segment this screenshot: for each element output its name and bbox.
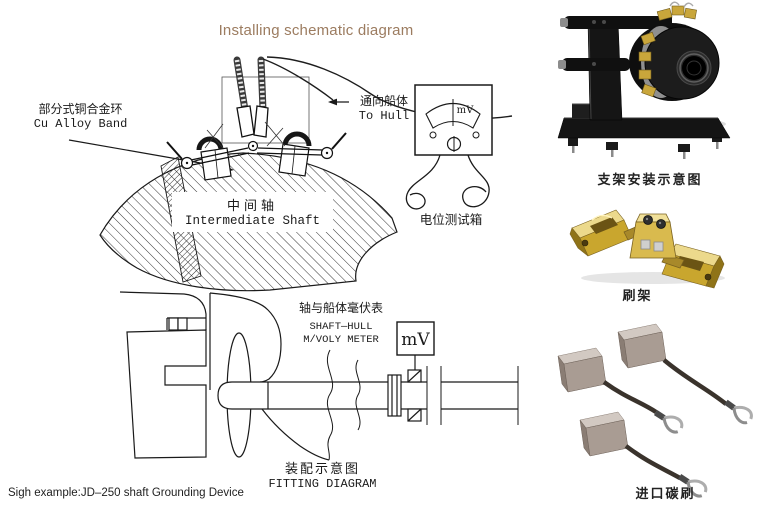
footer-note: Sigh example:JD–250 shaft Grounding Devi… [8, 487, 244, 499]
potential-test-box-drawing: mV [405, 84, 493, 210]
meter-terminal-left [429, 131, 437, 139]
meter-terminal-right [472, 131, 480, 139]
cu-band-label: 部分式铜合金环 Cu Alloy Band [28, 102, 133, 132]
shaft-hull-meter-label-cn: 轴与船体毫伏表 [298, 301, 383, 315]
stand-base [557, 103, 731, 159]
cu-band-label-en: Cu Alloy Band [33, 117, 128, 131]
rudder-drawing [126, 329, 207, 459]
brush-holder-left-arm [569, 209, 633, 257]
drum-clamps [638, 5, 697, 98]
braided-wires [233, 56, 267, 114]
mv-meter-box [396, 321, 435, 356]
brush-holder-photo [569, 209, 725, 289]
brush-holder-photo-caption: 刷架 [622, 288, 653, 303]
cu-band-label-cn: 部分式铜合金环 [38, 102, 123, 116]
brush-assembly-drawing [166, 56, 513, 181]
carbon-brush-2 [617, 323, 756, 427]
to-hull-arrow [328, 98, 349, 106]
intermediate-shaft-label-cn: 中间轴 [226, 198, 278, 213]
hull-break-lines [326, 349, 361, 461]
fitting-diagram-caption: 装配示意图 FITTING DIAGRAM [245, 461, 400, 492]
carbon-brush-1 [557, 347, 687, 437]
brush-wire-to-hull [262, 58, 334, 101]
stern-hull-drawing [119, 291, 330, 461]
meter-unit-text: mV [457, 105, 474, 116]
bracket-photo-caption: 支架安装示意图 [597, 172, 703, 187]
mv-meter-unit-text: mV [401, 330, 430, 350]
stand-arms [558, 16, 664, 71]
meter-wire-left [405, 154, 441, 210]
page-title: Installing schematic diagram [218, 22, 414, 39]
brush-holder-center-block [623, 213, 685, 269]
shaft-hull-meter-label-en1: SHAFT—HULL [309, 320, 373, 333]
to-hull-label: 通向船体 To Hull [348, 94, 420, 124]
fitting-diagram-caption-cn: 装配示意图 [284, 461, 360, 476]
bracket-device-photo [557, 1, 731, 159]
intermediate-shaft-label-en: Intermediate Shaft [184, 214, 321, 228]
carbon-brush-photo-caption: 进口碳刷 [635, 486, 696, 501]
shaft-hull-meter-label-en2: M/VOLY METER [303, 333, 379, 346]
carbon-brush-photo [557, 323, 756, 501]
shaft-coupling [387, 374, 402, 417]
to-hull-label-cn: 通向船体 [359, 94, 408, 108]
meter-wire-right [462, 154, 490, 208]
test-box-label: 电位测试箱 [419, 213, 483, 227]
intermediate-shaft-label: 中间轴 Intermediate Shaft [172, 192, 333, 232]
to-hull-label-en: To Hull [358, 109, 410, 123]
propeller-drawing [217, 332, 269, 458]
carbon-brush-3 [579, 411, 711, 501]
fitting-diagram-drawing: mV [119, 291, 519, 461]
shaft-hull-meter-label: 轴与船体毫伏表 SHAFT—HULL M/VOLY METER [281, 301, 401, 347]
fitting-diagram-caption-en: FITTING DIAGRAM [268, 476, 377, 491]
propeller-shaft-drawing [268, 355, 519, 425]
grounding-drum [629, 1, 720, 101]
installation-schematic-drawing [68, 56, 513, 292]
